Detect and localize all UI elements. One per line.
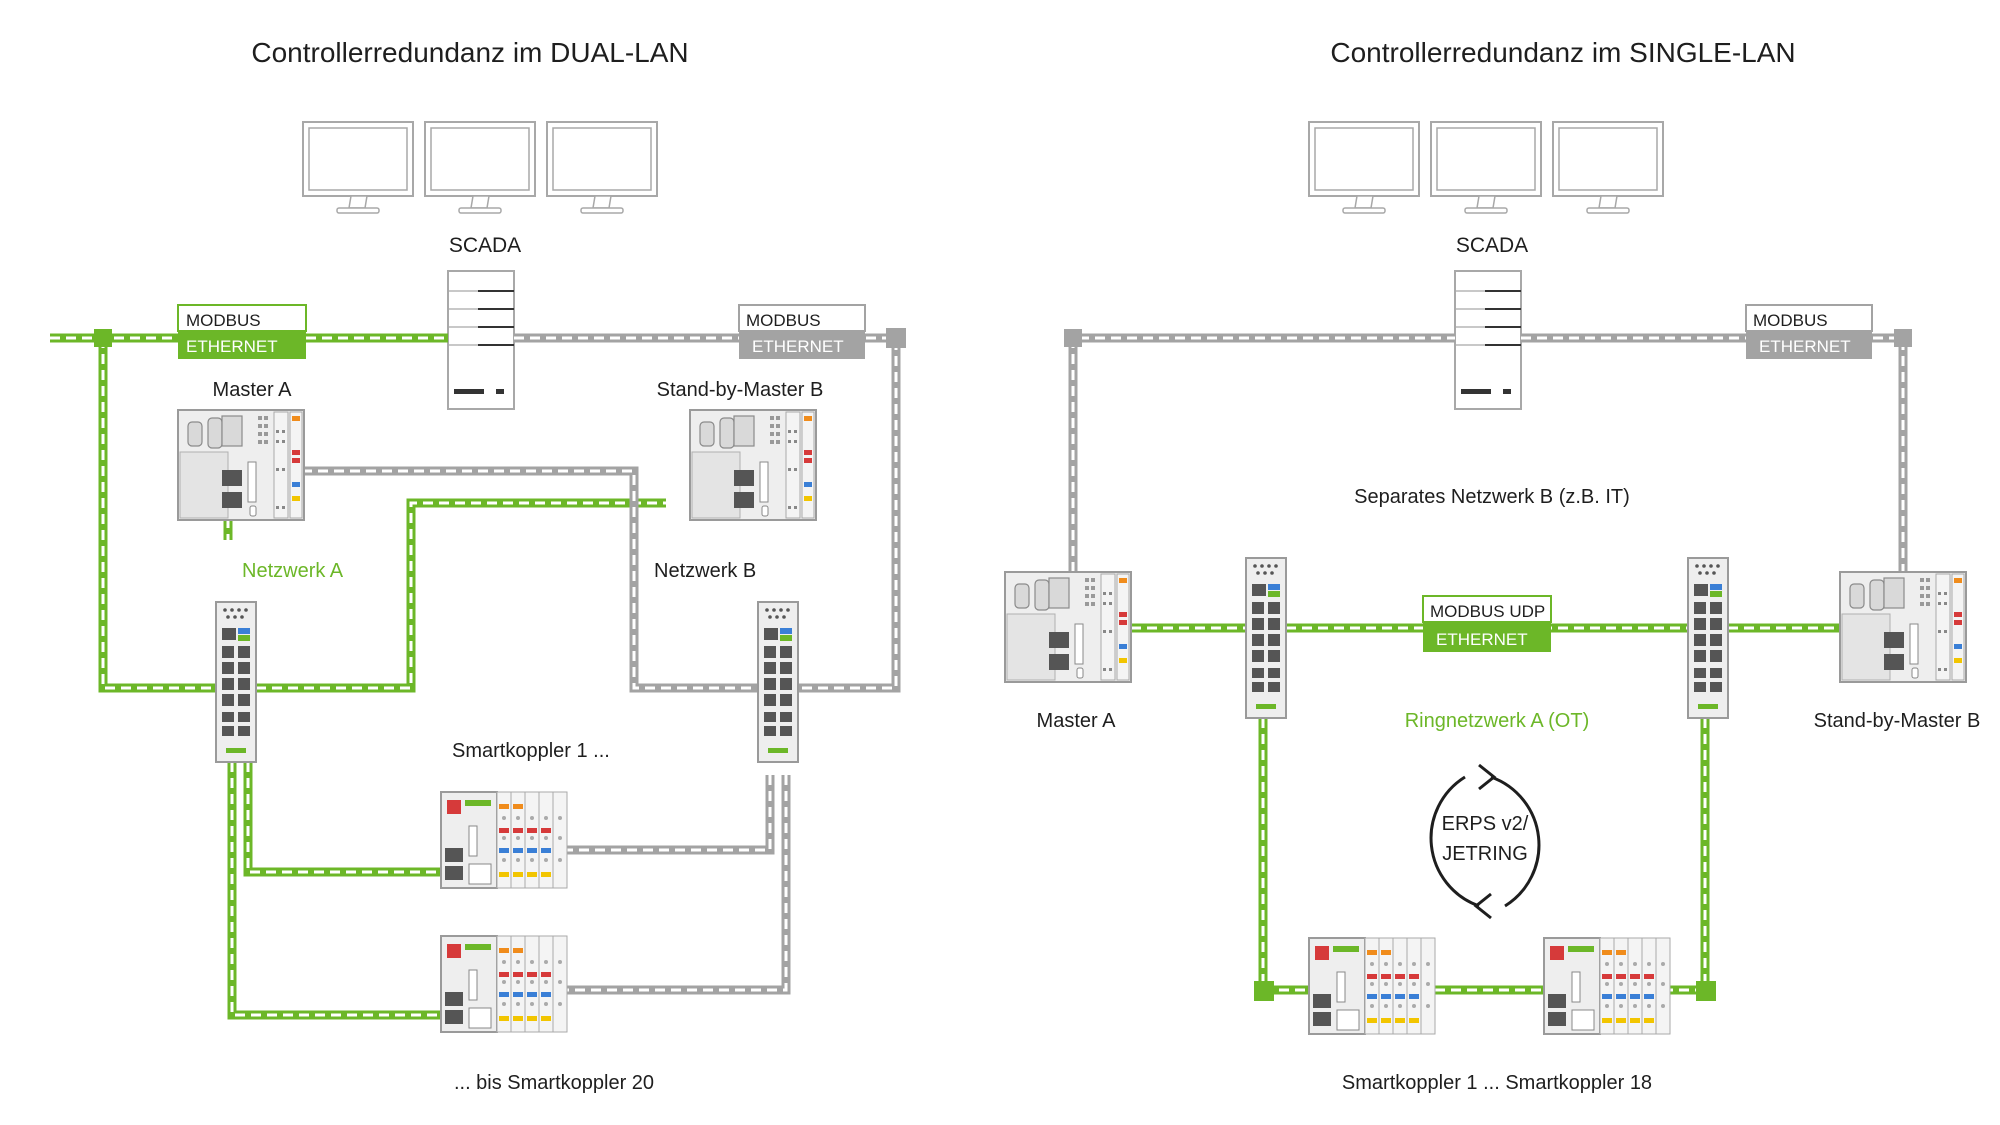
- protocol-bottom-label: ETHERNET: [1759, 337, 1851, 356]
- network-b-node: [1064, 329, 1082, 347]
- network-a-node: [94, 329, 112, 347]
- switch-a-icon: [215, 601, 257, 763]
- scada-monitor-icon: [1308, 121, 1420, 214]
- dual-lan-title: Controllerredundanz im DUAL-LAN: [251, 37, 688, 68]
- ring-protocol-line1: ERPS v2/: [1442, 813, 1529, 835]
- standby-master-b-label: Stand-by-Master B: [657, 379, 824, 401]
- ring-cycle-arrows-icon: [1429, 763, 1541, 920]
- single-lan-title: Controllerredundanz im SINGLE-LAN: [1330, 37, 1795, 68]
- scada-label: SCADA: [449, 234, 521, 257]
- network-b-label: Netzwerk B: [654, 560, 756, 582]
- protocol-bottom-label: ETHERNET: [752, 337, 844, 356]
- master-a-label: Master A: [213, 379, 293, 401]
- smartkoppler-1-icon: [440, 791, 568, 889]
- smartkoppler-1-icon: [1308, 937, 1436, 1035]
- scada-monitor-icon: [1430, 121, 1542, 214]
- master-a-label: Master A: [1037, 710, 1117, 732]
- switch-b-icon: [757, 601, 799, 763]
- single-lan-panel: Controllerredundanz im SINGLE-LAN SCADA …: [1004, 37, 1981, 1094]
- ring-node: [1254, 981, 1274, 1001]
- separate-network-label: Separates Netzwerk B (z.B. IT): [1354, 486, 1630, 508]
- network-b-node: [886, 328, 906, 348]
- master-a-controller-icon: [177, 409, 305, 521]
- network-b-link: [1064, 329, 1912, 572]
- network-a-link: [50, 329, 666, 1020]
- scada-monitor-icon: [1552, 121, 1664, 214]
- network-b-node: [1894, 329, 1912, 347]
- switch-left-icon: [1245, 557, 1287, 719]
- master-a-controller-icon: [1004, 571, 1132, 683]
- protocol-top-label: MODBUS: [1753, 311, 1828, 330]
- ring-protocol-line2: JETRING: [1442, 843, 1528, 865]
- protocol-bottom-label: ETHERNET: [186, 337, 278, 356]
- protocol-bottom-label: ETHERNET: [1436, 630, 1528, 649]
- protocol-label-green: MODBUS ETHERNET: [177, 304, 307, 359]
- protocol-label-gray: MODBUS ETHERNET: [738, 304, 866, 359]
- protocol-label-gray: MODBUS ETHERNET: [1745, 304, 1873, 359]
- smartkoppler-last-label: ... bis Smartkoppler 20: [454, 1072, 654, 1094]
- dual-lan-panel: Controllerredundanz im DUAL-LAN SCADA: [50, 37, 906, 1094]
- scada-monitor-icon: [424, 121, 536, 214]
- ring-network-label: Ringnetzwerk A (OT): [1405, 710, 1590, 732]
- protocol-top-label: MODBUS: [746, 311, 821, 330]
- network-a-label: Netzwerk A: [242, 560, 344, 582]
- smartkoppler-range-label: Smartkoppler 1 ... Smartkoppler 18: [1342, 1072, 1652, 1094]
- scada-server-icon: [447, 270, 515, 410]
- protocol-label-green: MODBUS UDP ETHERNET: [1422, 595, 1552, 652]
- scada-server-icon: [1454, 270, 1522, 410]
- scada-label: SCADA: [1456, 234, 1528, 257]
- scada-monitor-icon: [302, 121, 414, 214]
- smartkoppler-first-label: Smartkoppler 1 ...: [452, 740, 610, 762]
- switch-right-icon: [1687, 557, 1729, 719]
- standby-master-b-controller-icon: [689, 409, 817, 521]
- protocol-top-label: MODBUS: [186, 311, 261, 330]
- scada-monitor-icon: [546, 121, 658, 214]
- smartkoppler-20-icon: [440, 935, 568, 1033]
- standby-master-b-label: Stand-by-Master B: [1814, 710, 1981, 732]
- standby-master-b-controller-icon: [1839, 571, 1967, 683]
- network-b-link: [302, 328, 906, 995]
- ring-node: [1696, 981, 1716, 1001]
- protocol-top-label: MODBUS UDP: [1430, 602, 1545, 621]
- smartkoppler-18-icon: [1543, 937, 1671, 1035]
